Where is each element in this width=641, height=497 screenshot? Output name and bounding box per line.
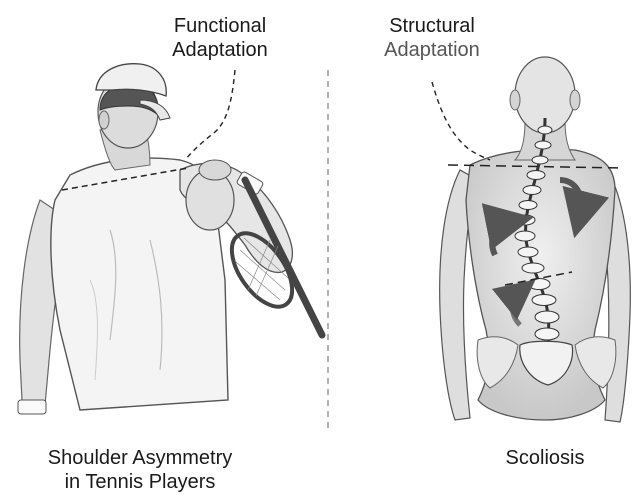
- structural-label-line2: Adaptation: [352, 38, 512, 62]
- structural-leader-line: [432, 82, 490, 160]
- functional-label-line1: Functional: [140, 14, 300, 38]
- functional-leader-line: [185, 70, 235, 160]
- left-caption-line1: Shoulder Asymmetry: [10, 446, 270, 470]
- left-caption: Shoulder Asymmetry in Tennis Players: [10, 446, 270, 494]
- structural-label-line1: Structural: [352, 14, 512, 38]
- scoliosis-figure: [440, 57, 631, 422]
- right-caption-text: Scoliosis: [460, 446, 630, 470]
- right-caption: Scoliosis: [460, 446, 630, 470]
- functional-label-line2: Adaptation: [140, 38, 300, 62]
- tennis-player-figure: [18, 64, 322, 414]
- structural-adaptation-label: Structural Adaptation: [352, 14, 512, 62]
- functional-adaptation-label: Functional Adaptation: [140, 14, 300, 62]
- left-caption-line2: in Tennis Players: [10, 470, 270, 494]
